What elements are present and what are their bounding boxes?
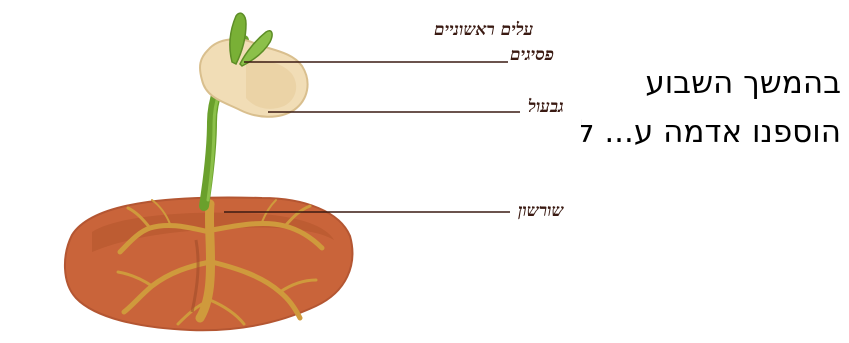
label-stem: גבעול (528, 97, 564, 117)
paragraph-line-2: הוספנו אדמה ע... לה. (581, 117, 841, 148)
label-first-leaves: עלים ראשוניים (434, 20, 534, 40)
root-system (116, 199, 325, 326)
paragraph-line-1: בהמשך השבוע (645, 68, 841, 99)
root-shadow (190, 239, 200, 313)
first-leaf-left (229, 12, 247, 66)
seed-inner-shade (246, 60, 297, 109)
label-root: שורשון (518, 201, 564, 221)
first-leaf-right (239, 30, 273, 67)
label-cotyledons: פסיגים (510, 45, 555, 65)
